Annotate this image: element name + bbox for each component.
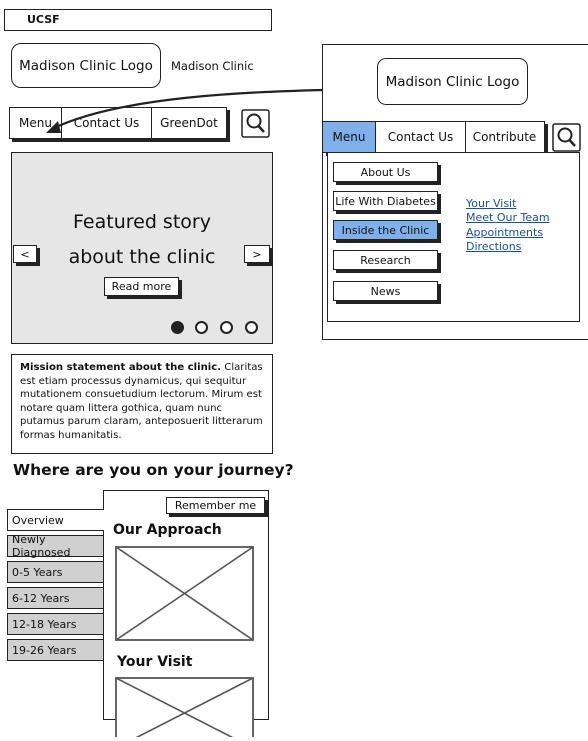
desktop-tab-contribute[interactable]: Contribute [466,122,543,152]
menu-item-label: About Us [360,165,411,179]
search-icon[interactable] [241,109,271,139]
journey-item-label: 12-18 Years [12,617,77,631]
journey-item-19-26-years[interactable]: 19-26 Years [7,639,104,661]
nav-menu[interactable]: Menu [10,108,62,138]
desktop-tab-contribute-label: Contribute [472,130,537,144]
read-more-label: Read more [111,280,172,293]
menu-item-life-with-diabetes[interactable]: Life With Diabetes [333,191,438,211]
journey-item-12-18-years[interactable]: 12-18 Years [7,613,104,635]
journey-item-6-12-years[interactable]: 6-12 Years [7,587,104,609]
journey-item-label: 0-5 Years [12,565,63,579]
submenu-link-meet-our-team[interactable]: Meet Our Team [466,211,550,224]
submenu-link-appointments[interactable]: Appointments [466,226,544,239]
carousel-dot-4[interactable] [245,321,258,334]
your-visit-title: Your Visit [117,654,193,670]
carousel-next-glyph: > [252,247,262,261]
journey-item-label: 6-12 Years [12,591,70,605]
desktop-logo-label: Madison Clinic Logo [385,73,520,90]
journey-item-label: Newly Diagnosed [12,533,71,559]
nav-contact-us-label: Contact Us [73,116,140,130]
submenu-link-directions[interactable]: Directions [466,240,522,253]
desktop-tab-contact-us[interactable]: Contact Us [376,122,466,152]
carousel-prev-glyph: < [20,247,30,261]
menu-item-label: News [370,284,401,298]
desktop-logo-placeholder[interactable]: Madison Clinic Logo [377,58,528,105]
nav-contact-us[interactable]: Contact Us [62,108,152,138]
journey-heading: Where are you on your journey? [13,461,294,479]
desktop-tab-contact-label: Contact Us [387,130,454,144]
desktop-frame: Madison Clinic Logo Menu Contact Us Cont… [322,44,588,340]
desktop-search-icon[interactable] [552,123,582,153]
menu-item-label: Life With Diabetes [335,194,436,208]
menu-item-news[interactable]: News [333,281,438,301]
carousel-dot-3[interactable] [220,321,233,334]
remember-me-button[interactable]: Remember me [166,497,265,514]
annotation-arrow [46,88,323,133]
mission-body: Claritas est etiam processus dynamicus, … [20,362,263,441]
carousel-headline-line1: Featured story [73,211,211,233]
journey-item-overview[interactable]: Overview [7,509,104,531]
remember-me-label: Remember me [174,499,257,512]
menu-item-label: Research [360,253,411,267]
menu-item-research[interactable]: Research [333,250,438,270]
mobile-nav-bar: Menu Contact Us GreenDot [9,107,227,139]
mission-title: Mission statement about the clinic. [20,362,222,373]
submenu-link-your-visit[interactable]: Your Visit [466,197,517,210]
desktop-tab-menu-label: Menu [332,130,366,144]
carousel-headline-line2: about the clinic [68,246,216,268]
ucsf-header-bar: UCSF [4,9,272,31]
desktop-tab-menu[interactable]: Menu [323,122,376,152]
read-more-button[interactable]: Read more [104,277,179,296]
menu-item-inside-the-clinic[interactable]: Inside the Clinic [333,220,438,240]
mission-statement-box: Mission statement about the clinic. Clar… [11,354,273,454]
carousel-prev-button[interactable]: < [13,245,37,263]
image-placeholder-approach [115,546,255,642]
clinic-logo-label: Madison Clinic Logo [19,57,153,74]
nav-greendot-label: GreenDot [160,116,218,130]
our-approach-title: Our Approach [113,522,222,538]
ucsf-label: UCSF [27,13,60,26]
nav-menu-label: Menu [19,116,52,130]
clinic-logo-placeholder[interactable]: Madison Clinic Logo [11,43,161,88]
nav-greendot[interactable]: GreenDot [152,108,226,138]
carousel-next-button[interactable]: > [244,245,270,263]
menu-item-label: Inside the Clinic [341,223,430,237]
carousel-dot-1[interactable] [171,321,184,334]
journey-item-0-5-years[interactable]: 0-5 Years [7,561,104,583]
featured-carousel: Featured story about the clinic < > Read… [11,152,273,344]
journey-item-label: 19-26 Years [12,643,77,657]
desktop-nav-bar: Menu Contact Us Contribute [323,121,545,153]
journey-item-label: Overview [12,513,64,527]
journey-item-newly-diagnosed[interactable]: Newly Diagnosed [7,533,104,559]
menu-item-about-us[interactable]: About Us [333,162,438,182]
mega-menu-panel: About Us Life With Diabetes Inside the C… [327,152,580,322]
site-name: Madison Clinic [171,59,254,73]
carousel-dot-2[interactable] [195,321,208,334]
